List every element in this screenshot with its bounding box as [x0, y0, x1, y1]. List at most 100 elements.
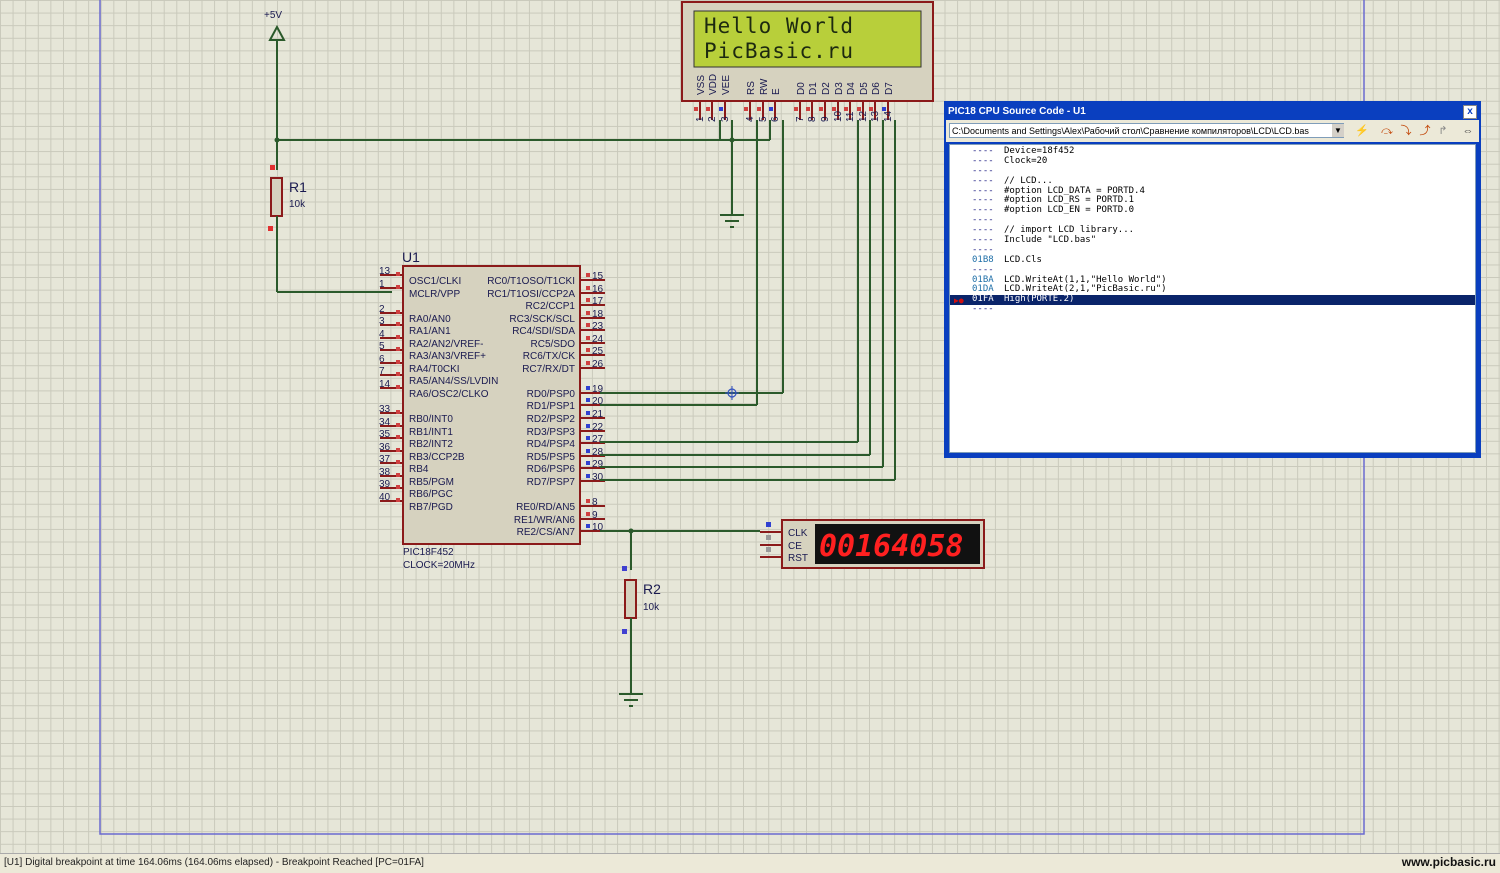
code-line[interactable]: ---- [950, 265, 1475, 276]
status-text: [U1] Digital breakpoint at time 164.06ms… [4, 857, 424, 868]
code-line[interactable]: ----#option LCD_EN = PORTD.0 [950, 205, 1475, 216]
pin-number: 19 [592, 384, 604, 395]
source-code-listing[interactable]: ----Device=18f452----Clock=20--------// … [949, 144, 1476, 453]
schematic-canvas[interactable]: +5V R1 10k U1 13OSC1/CLKI1MCLR/VPP2RA0/A… [0, 0, 1500, 853]
code-text: #option LCD_EN = PORTD.0 [1004, 205, 1135, 216]
expand-icon[interactable]: ⇔ [1462, 125, 1474, 137]
code-line[interactable]: ----#option LCD_DATA = PORTD.4 [950, 186, 1475, 197]
source-code-window[interactable]: PIC18 CPU Source Code - U1 x C:\Document… [944, 101, 1481, 458]
resistor-r1[interactable]: R1 10k [268, 165, 307, 231]
code-line[interactable]: ---- [950, 215, 1475, 226]
pin-label: RA4/T0CKI [409, 364, 460, 375]
file-path-dropdown[interactable]: C:\Documents and Settings\Alex\Рабочий с… [949, 123, 1344, 138]
run-to-cursor-icon[interactable]: ⚡ [1355, 125, 1369, 137]
code-line[interactable]: ----Device=18f452 [950, 146, 1475, 157]
step-into-icon[interactable]: ⤵ [1400, 125, 1412, 137]
code-address: ---- [972, 215, 994, 226]
mcu-u1[interactable]: U1 13OSC1/CLKI1MCLR/VPP2RA0/AN03RA1/AN14… [379, 249, 605, 571]
lcd-pin-name: D5 [859, 82, 870, 95]
counter-pin-ce[interactable]: CE [760, 535, 802, 552]
pin-number: 14 [379, 379, 391, 390]
lcd-pin-d2[interactable]: D29 [819, 82, 832, 122]
code-address: ---- [972, 155, 994, 166]
counter-pin-rst[interactable]: RST [760, 547, 808, 564]
window-titlebar[interactable]: PIC18 CPU Source Code - U1 x [946, 103, 1479, 120]
lcd-pin-d1[interactable]: D18 [806, 82, 819, 122]
close-icon[interactable]: x [1463, 105, 1477, 119]
code-line[interactable]: ----Clock=20 [950, 155, 1475, 167]
code-line[interactable]: ----#option LCD_RS = PORTD.1 [950, 196, 1475, 206]
step-over-icon[interactable]: ⤼ [1381, 125, 1393, 137]
code-line[interactable]: ----// import LCD library... [950, 225, 1475, 236]
lcd-pin-name: VEE [721, 75, 732, 95]
code-line[interactable]: ---- [950, 166, 1475, 177]
toggle-breakpoint-icon[interactable]: ↱ [1438, 125, 1448, 137]
lcd-pin-name: VDD [708, 74, 719, 95]
lcd-pin-rw[interactable]: RW5 [757, 78, 770, 122]
lcd-pin-number: 6 [770, 116, 781, 122]
u1-clock: CLOCK=20MHz [403, 560, 475, 571]
counter-pin-clk[interactable]: CLK [760, 522, 808, 539]
lcd-module[interactable]: Hello World PicBasic.ru VSS1VDD2VEE3RS4R… [681, 1, 934, 122]
lcd-pin-e[interactable]: E6 [769, 88, 782, 122]
lcd-pin-name: D6 [871, 82, 882, 95]
chevron-down-icon[interactable]: ▼ [1332, 124, 1344, 137]
code-line[interactable]: ---- [950, 245, 1475, 256]
lcd-pin-d0[interactable]: D07 [794, 82, 807, 122]
code-line[interactable]: ----// LCD... [950, 176, 1475, 187]
resistor-r2[interactable]: R2 10k [622, 566, 661, 634]
code-line[interactable]: ----Include "LCD.bas" [950, 235, 1475, 246]
power-terminal[interactable]: +5V [264, 10, 286, 170]
code-line[interactable]: ---- [950, 304, 1475, 315]
step-out-icon[interactable]: ⤴ [1419, 125, 1431, 137]
r2-name: R2 [643, 581, 661, 597]
lcd-pin-rs[interactable]: RS4 [744, 81, 757, 122]
breakpoint-icon: ▶● [954, 296, 964, 306]
counter-pin-label: CLK [788, 528, 808, 539]
pin-number: 8 [592, 497, 598, 508]
pin-label: RC5/SDO [531, 339, 576, 350]
